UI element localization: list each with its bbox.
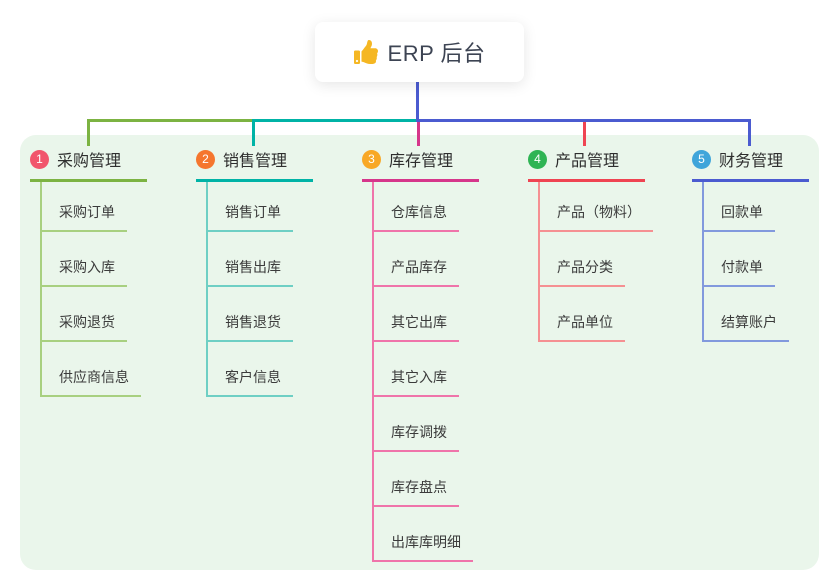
- branch-badge: 4: [528, 149, 547, 169]
- child-node[interactable]: 销售退货: [208, 287, 313, 342]
- child-label: 库存盘点: [374, 477, 459, 507]
- branch-children: 回款单付款单结算账户: [702, 182, 809, 342]
- child-label: 其它出库: [374, 312, 459, 342]
- branch-children: 销售订单销售出库销售退货客户信息: [206, 182, 313, 397]
- branch: 1 采购管理 采购订单采购入库采购退货供应商信息: [30, 147, 147, 397]
- child-node[interactable]: 销售订单: [208, 182, 313, 232]
- branch-label: 库存管理: [389, 153, 454, 170]
- branch-children: 采购订单采购入库采购退货供应商信息: [40, 182, 147, 397]
- branch-label: 产品管理: [555, 153, 620, 170]
- child-label: 销售退货: [208, 312, 293, 342]
- branch-drop-line: [87, 122, 90, 146]
- child-label: 其它入库: [374, 367, 459, 397]
- child-node[interactable]: 其它出库: [374, 287, 479, 342]
- branch-badge: 5: [692, 149, 711, 169]
- branch-badge: 3: [362, 149, 381, 169]
- child-node[interactable]: 产品（物料）: [540, 182, 653, 232]
- branch-badge: 2: [196, 149, 215, 169]
- branch-children: 仓库信息产品库存其它出库其它入库库存调拨库存盘点出库库明细: [372, 182, 479, 562]
- branch: 4 产品管理 产品（物料） 产品分类产品单位: [528, 147, 653, 342]
- branch-header[interactable]: 4 产品管理: [528, 147, 645, 182]
- child-node[interactable]: 回款单: [704, 182, 809, 232]
- child-label: 采购订单: [42, 202, 127, 232]
- child-node[interactable]: 客户信息: [208, 342, 313, 397]
- child-label: 销售出库: [208, 257, 293, 287]
- branches-panel: [20, 135, 819, 570]
- child-label: 回款单: [704, 202, 775, 232]
- child-label: 产品库存: [374, 257, 459, 287]
- child-node[interactable]: 库存盘点: [374, 452, 479, 507]
- branch: 2 销售管理 销售订单销售出库销售退货客户信息: [196, 147, 313, 397]
- child-label: 结算账户: [704, 312, 789, 342]
- child-label: 产品单位: [540, 312, 625, 342]
- child-node[interactable]: 出库库明细: [374, 507, 479, 562]
- branch-drop-line: [748, 122, 751, 146]
- root-node[interactable]: ERP 后台: [315, 22, 524, 82]
- branch-header[interactable]: 1 采购管理: [30, 147, 147, 182]
- branch-header[interactable]: 5 财务管理: [692, 147, 809, 182]
- child-node[interactable]: 产品单位: [540, 287, 653, 342]
- child-label: 库存调拨: [374, 422, 459, 452]
- branch-drop-line: [252, 122, 255, 146]
- branch-label: 采购管理: [57, 153, 122, 170]
- child-label: 出库库明细: [374, 532, 473, 562]
- thumbs-up-icon: [353, 40, 378, 64]
- branch-header[interactable]: 3 库存管理: [362, 147, 479, 182]
- bus-segment-green: [87, 119, 252, 122]
- branch-drop-line: [583, 122, 586, 146]
- branch: 3 库存管理 仓库信息产品库存其它出库其它入库库存调拨库存盘点出库库明细: [362, 147, 479, 562]
- child-node[interactable]: 供应商信息: [42, 342, 147, 397]
- child-label: 采购入库: [42, 257, 127, 287]
- branch-label: 销售管理: [223, 153, 288, 170]
- child-label: 产品（物料）: [540, 202, 653, 232]
- bus-segment-blue: [417, 119, 751, 122]
- child-label: 产品分类: [540, 257, 625, 287]
- branch-badge: 1: [30, 149, 49, 169]
- child-node[interactable]: 其它入库: [374, 342, 479, 397]
- child-label: 供应商信息: [42, 367, 141, 397]
- branch-header[interactable]: 2 销售管理: [196, 147, 313, 182]
- child-node[interactable]: 销售出库: [208, 232, 313, 287]
- root-connector: [416, 80, 419, 122]
- child-node[interactable]: 库存调拨: [374, 397, 479, 452]
- branch-drop-line: [417, 122, 420, 146]
- child-label: 销售订单: [208, 202, 293, 232]
- child-label: 客户信息: [208, 367, 293, 397]
- branch-label: 财务管理: [719, 153, 784, 170]
- child-node[interactable]: 产品库存: [374, 232, 479, 287]
- child-node[interactable]: 采购退货: [42, 287, 147, 342]
- child-label: 付款单: [704, 257, 775, 287]
- child-node[interactable]: 仓库信息: [374, 182, 479, 232]
- child-label: 仓库信息: [374, 202, 459, 232]
- child-node[interactable]: 结算账户: [704, 287, 809, 342]
- child-node[interactable]: 采购订单: [42, 182, 147, 232]
- bus-segment-teal: [252, 119, 417, 122]
- branch-children: 产品（物料） 产品分类产品单位: [538, 182, 653, 342]
- child-node[interactable]: 产品分类: [540, 232, 653, 287]
- branch: 5 财务管理 回款单付款单结算账户: [692, 147, 809, 342]
- root-title: ERP 后台: [387, 41, 486, 66]
- child-node[interactable]: 付款单: [704, 232, 809, 287]
- child-node[interactable]: 采购入库: [42, 232, 147, 287]
- child-label: 采购退货: [42, 312, 127, 342]
